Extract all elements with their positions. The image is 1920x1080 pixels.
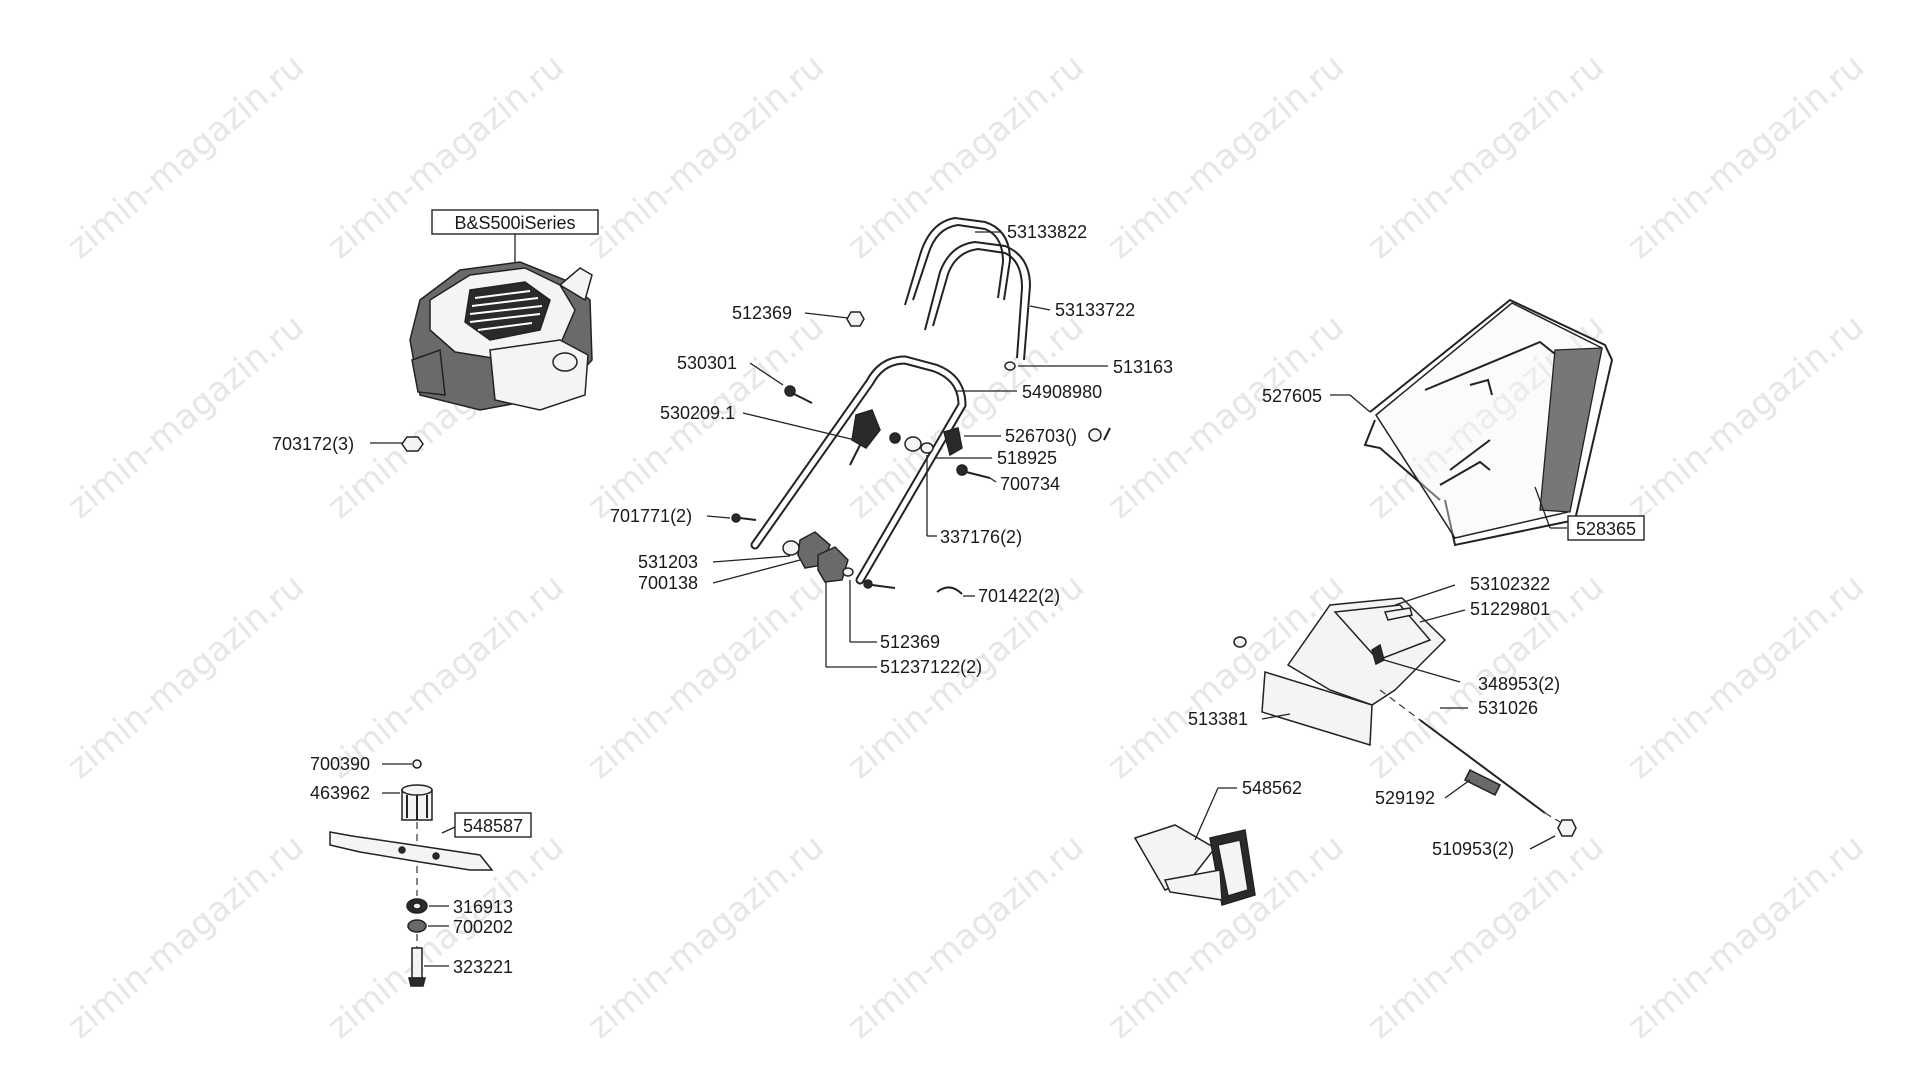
- part-label-529192: 529192: [1375, 788, 1435, 808]
- flap-rod-531026: [1419, 719, 1546, 814]
- watermark-text: zimin-magazin.ru: [580, 46, 832, 266]
- engine-assembly: B&S500iSeries 703172(3): [272, 209, 599, 454]
- lock-washer-icon: [407, 919, 427, 933]
- watermark-text: zimin-magazin.ru: [60, 306, 312, 526]
- part-label-510953: 510953(2): [1432, 839, 1514, 859]
- part-label-701771: 701771(2): [610, 506, 692, 526]
- cable-guide-icon: [851, 409, 881, 449]
- part-label-548587: 548587: [463, 816, 523, 836]
- cable-clip-icon: [943, 427, 963, 457]
- part-label-531203: 531203: [638, 552, 698, 572]
- bag-frame-527605: [1369, 298, 1614, 547]
- watermark-text: zimin-magazin.ru: [840, 826, 1092, 1046]
- washer-icon: [1004, 361, 1016, 371]
- washer-icon: [782, 540, 800, 556]
- handle-assembly: 53133822 53133722 512369 513163 54908980…: [610, 216, 1173, 677]
- part-label-700734: 700734: [1000, 474, 1060, 494]
- watermark-text: zimin-magazin.ru: [1100, 306, 1352, 526]
- part-label-51229801: 51229801: [1470, 599, 1550, 619]
- part-label-703172: 703172(3): [272, 434, 354, 454]
- nut-icon: [1557, 819, 1577, 837]
- clip-symbol-icon: [1088, 428, 1102, 442]
- part-label-box-548587: [454, 812, 532, 838]
- watermark-text: zimin-magazin.ru: [1620, 46, 1872, 266]
- knob-icon: [817, 546, 849, 583]
- part-label-512369-bottom: 512369: [880, 632, 940, 652]
- part-label-512369-top: 512369: [732, 303, 792, 323]
- clip-icon: [936, 586, 963, 595]
- part-label-348953: 348953(2): [1478, 674, 1560, 694]
- upper-handle-53133822: [904, 216, 1012, 306]
- blade-548587: [329, 831, 494, 871]
- part-label-548562: 548562: [1242, 778, 1302, 798]
- part-label-701422: 701422(2): [978, 586, 1060, 606]
- grass-bag-assembly: 527605 528365: [1262, 298, 1645, 547]
- part-label-323221: 323221: [453, 957, 513, 977]
- spring-529192: [1463, 768, 1502, 797]
- watermark-text: zimin-magazin.ru: [1620, 566, 1872, 786]
- part-label-316913: 316913: [453, 897, 513, 917]
- watermark-text: zimin-magazin.ru: [1620, 306, 1872, 526]
- part-label-527605: 527605: [1262, 386, 1322, 406]
- blade-adapter-463962: [401, 784, 433, 821]
- nut-icon: [846, 311, 865, 327]
- watermark-text: zimin-magazin.ru: [580, 566, 832, 786]
- upper-handle-53133722: [924, 240, 1032, 361]
- blade-assembly: 700390 463962 548587 316913 700202: [310, 754, 532, 987]
- nut-icon: [401, 436, 424, 452]
- flap-bar-513381: [1261, 671, 1373, 746]
- hinge-part-53102322: [1383, 607, 1413, 621]
- rear-flap-assembly: 53102322 51229801 348953(2) 513381 53102…: [1188, 574, 1577, 859]
- part-label-51237122: 51237122(2): [880, 657, 982, 677]
- watermark-text: zimin-magazin.ru: [1360, 46, 1612, 266]
- part-label-700202: 700202: [453, 917, 513, 937]
- washer-icon: [412, 759, 422, 769]
- part-label-54908980: 54908980: [1022, 382, 1102, 402]
- part-label-528365: 528365: [1576, 519, 1636, 539]
- watermark-text: zimin-magazin.ru: [1360, 826, 1612, 1046]
- clip-arrow-icon: [1103, 427, 1111, 441]
- watermark-text: zimin-magazin.ru: [1620, 826, 1872, 1046]
- watermark-text: zimin-magazin.ru: [60, 566, 312, 786]
- blade-bolt-323221: [408, 947, 426, 987]
- watermark-text: zimin-magazin.ru: [1100, 46, 1352, 266]
- part-label-337176: 337176(2): [940, 527, 1022, 547]
- watermark-text: zimin-magazin.ru: [60, 46, 312, 266]
- engine-label-box: [431, 209, 599, 235]
- watermark-text: zimin-magazin.ru: [60, 826, 312, 1046]
- part-label-box-528365: [1567, 515, 1645, 541]
- mulch-plug-548562: [1133, 824, 1217, 891]
- part-label-513381: 513381: [1188, 709, 1248, 729]
- part-label-531026: 531026: [1478, 698, 1538, 718]
- part-label-700138: 700138: [638, 573, 698, 593]
- bag-fabric-528365: [1539, 347, 1603, 513]
- screw-icon: [784, 385, 813, 404]
- part-label-463962: 463962: [310, 783, 370, 803]
- part-label-53102322: 53102322: [1470, 574, 1550, 594]
- part-label-700390: 700390: [310, 754, 370, 774]
- part-label-518925: 518925: [997, 448, 1057, 468]
- part-label-53133822: 53133822: [1007, 222, 1087, 242]
- part-label-530301: 530301: [677, 353, 737, 373]
- bolt-icon: [863, 579, 896, 589]
- part-label-526703: 526703(): [1005, 426, 1077, 446]
- bolt-icon: [731, 513, 757, 523]
- engine-label: B&S500iSeries: [454, 213, 575, 233]
- part-label-53133722: 53133722: [1055, 300, 1135, 320]
- engine-illustration: [409, 261, 593, 411]
- bolt-icon: [956, 464, 991, 479]
- part-label-513163: 513163: [1113, 357, 1173, 377]
- part-label-530209: 530209.1: [660, 403, 735, 423]
- mulch-plug-assembly: 548562: [1133, 778, 1302, 906]
- watermark-text: zimin-magazin.ru: [580, 826, 832, 1046]
